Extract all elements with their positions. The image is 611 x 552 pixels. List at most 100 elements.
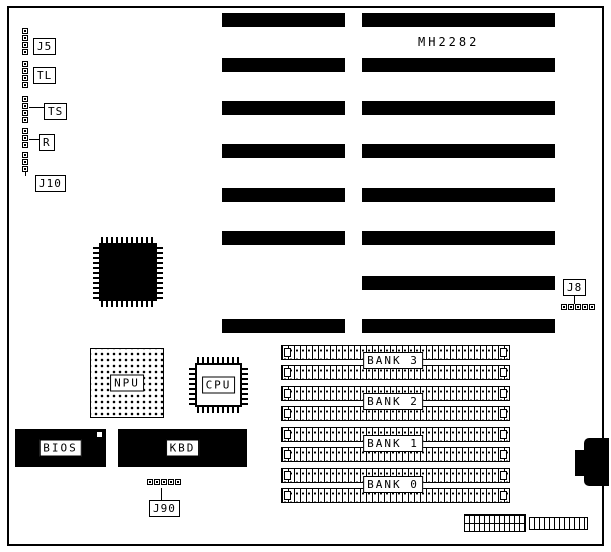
jumper-tl-pins bbox=[22, 61, 28, 88]
bank-label: BANK 0 bbox=[363, 476, 423, 493]
jumper-pin bbox=[22, 128, 28, 134]
jumper-ts-label: TS bbox=[44, 103, 68, 120]
jumper-pin bbox=[22, 35, 28, 41]
chip-pins bbox=[189, 365, 195, 405]
jumper-tl-label: TL bbox=[33, 67, 57, 84]
wire bbox=[161, 488, 162, 500]
jumper-pin bbox=[22, 152, 28, 158]
wire bbox=[25, 172, 26, 176]
qfp-chip bbox=[93, 237, 163, 307]
bios-chip: BIOS bbox=[15, 429, 106, 467]
simm-latch bbox=[284, 348, 291, 357]
isa-slot bbox=[362, 231, 555, 245]
chip-pins bbox=[93, 245, 99, 299]
chip-body bbox=[99, 243, 157, 301]
jumper-pin bbox=[22, 166, 28, 172]
simm-latch bbox=[500, 348, 507, 357]
simm-latch bbox=[284, 491, 291, 500]
bank-label: BANK 2 bbox=[363, 393, 423, 410]
kbd-chip: KBD bbox=[118, 429, 247, 467]
jumper-pin bbox=[168, 479, 174, 485]
npu-chip: NPU bbox=[90, 348, 164, 418]
jumper-pin bbox=[582, 304, 588, 310]
chip-pins bbox=[157, 245, 163, 299]
j90-pins bbox=[147, 479, 181, 485]
simm-row bbox=[281, 447, 510, 462]
jumper-pin bbox=[154, 479, 160, 485]
j8-label: J8 bbox=[563, 279, 587, 296]
simm-latch bbox=[500, 368, 507, 377]
cpu-label: CPU bbox=[201, 376, 236, 394]
jumper-pin bbox=[22, 135, 28, 141]
bottom-connector bbox=[464, 514, 526, 532]
isa-slot bbox=[222, 101, 345, 115]
jumper-pin bbox=[22, 142, 28, 148]
simm-latch bbox=[500, 491, 507, 500]
jumper-pin bbox=[161, 479, 167, 485]
jumper-j10-label: J10 bbox=[35, 175, 66, 192]
isa-slot bbox=[222, 188, 345, 202]
jumper-pin bbox=[22, 49, 28, 55]
simm-latch bbox=[284, 471, 291, 480]
jumper-pin bbox=[22, 159, 28, 165]
jumper-pin bbox=[589, 304, 595, 310]
jumper-pin bbox=[22, 96, 28, 102]
simm-latch bbox=[284, 430, 291, 439]
isa-slot bbox=[362, 319, 555, 333]
jumper-pin bbox=[22, 103, 28, 109]
board-outline bbox=[7, 6, 604, 546]
simm-latch bbox=[284, 389, 291, 398]
bios-label: BIOS bbox=[39, 439, 82, 457]
wire bbox=[29, 139, 39, 140]
simm-latch bbox=[284, 409, 291, 418]
jumper-pin bbox=[147, 479, 153, 485]
isa-slot bbox=[222, 13, 345, 27]
jumper-j10-pins bbox=[22, 152, 28, 172]
jumper-pin bbox=[22, 61, 28, 67]
isa-slot bbox=[362, 188, 555, 202]
simm-latch bbox=[500, 430, 507, 439]
isa-slot bbox=[362, 13, 555, 27]
isa-slot bbox=[362, 144, 555, 158]
pin1-marker bbox=[97, 432, 102, 437]
isa-slot bbox=[222, 319, 345, 333]
jumper-pin bbox=[22, 75, 28, 81]
j90-label: J90 bbox=[149, 500, 180, 517]
isa-slot bbox=[222, 144, 345, 158]
jumper-pin bbox=[22, 42, 28, 48]
kbd-label: KBD bbox=[165, 439, 200, 457]
j8-pins bbox=[561, 304, 595, 310]
cpu-chip: CPU bbox=[189, 357, 248, 413]
jumper-ts-pins bbox=[22, 96, 28, 123]
simm-latch bbox=[500, 471, 507, 480]
jumper-pin bbox=[22, 110, 28, 116]
jumper-j5-label: J5 bbox=[33, 38, 57, 55]
wire bbox=[29, 107, 44, 108]
jumper-pin bbox=[561, 304, 567, 310]
jumper-pin bbox=[22, 28, 28, 34]
keyboard-connector bbox=[584, 438, 609, 486]
simm-row bbox=[281, 488, 510, 503]
chip-pins bbox=[197, 357, 240, 363]
jumper-j5-pins bbox=[22, 28, 28, 55]
jumper-r-label: R bbox=[39, 134, 55, 151]
simm-latch bbox=[284, 368, 291, 377]
chip-pins bbox=[101, 237, 155, 243]
isa-slot bbox=[222, 58, 345, 72]
isa-slot bbox=[362, 101, 555, 115]
jumper-pin bbox=[175, 479, 181, 485]
keyboard-connector bbox=[575, 450, 586, 476]
chip-pins bbox=[101, 301, 155, 307]
simm-row bbox=[281, 365, 510, 380]
jumper-pin bbox=[22, 117, 28, 123]
wire bbox=[574, 294, 575, 304]
simm-latch bbox=[284, 450, 291, 459]
jumper-pin bbox=[22, 82, 28, 88]
bank-label: BANK 3 bbox=[363, 352, 423, 369]
simm-row bbox=[281, 427, 510, 442]
isa-slot bbox=[362, 276, 555, 290]
bank-label: BANK 1 bbox=[363, 435, 423, 452]
jumper-pin bbox=[568, 304, 574, 310]
simm-latch bbox=[500, 389, 507, 398]
